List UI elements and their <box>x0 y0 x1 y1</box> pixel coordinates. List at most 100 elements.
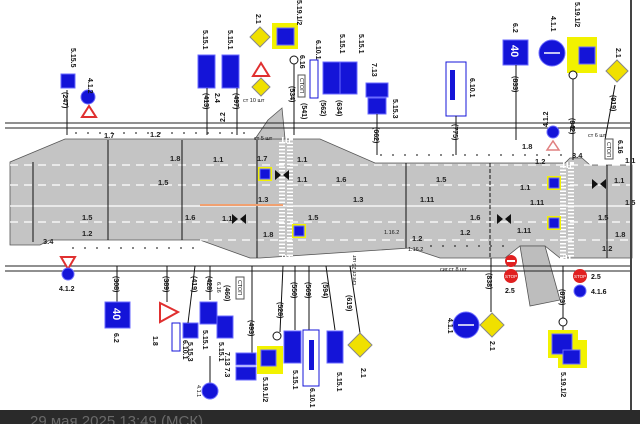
label: 2.1 <box>614 48 621 58</box>
label: 1.2 <box>602 244 612 253</box>
diagram-shape <box>259 168 271 180</box>
label: 1.11 <box>517 226 531 235</box>
end-main-road-sign-icon <box>251 77 271 97</box>
label: 2.1 <box>488 341 495 351</box>
label: 2.2 <box>220 112 227 122</box>
label: 5.19.1/2 <box>295 0 302 25</box>
label: 1.16.2 <box>384 230 399 236</box>
diagram-shape <box>325 265 336 331</box>
sign-5-15-1 <box>326 330 344 364</box>
traffic-lights <box>232 170 606 224</box>
sign-7-13 <box>235 352 257 366</box>
label: 1.1 <box>520 183 530 192</box>
label: (528) <box>276 302 283 318</box>
sign-5-15-1 <box>197 54 216 89</box>
label: (634) <box>335 100 342 116</box>
label: (389) <box>162 276 169 292</box>
label: 4.1.2 <box>59 286 75 293</box>
sign-6-2-speed <box>104 301 131 329</box>
label: 5.15.5 <box>69 48 76 68</box>
label: 5.15.3 <box>391 99 398 119</box>
label: (842) <box>568 118 575 134</box>
label: 1.7 <box>104 131 114 140</box>
label: (493) <box>247 320 254 336</box>
label: 1.2 <box>535 157 545 166</box>
sign-4-1-2-icon <box>80 89 96 105</box>
label: 1.1 <box>213 155 223 164</box>
diagram-shape <box>309 340 314 370</box>
crosswalk-sign-icon <box>547 176 561 190</box>
label: 1.8 <box>263 230 273 239</box>
label: 1.5 <box>308 213 318 222</box>
label: 1.8 <box>151 336 158 346</box>
sign-7-13 <box>365 82 389 98</box>
label: 6.16 <box>215 282 221 293</box>
label: 40 <box>110 308 122 320</box>
sign-5-15-5 <box>60 73 76 89</box>
label: 1.11 <box>530 198 544 207</box>
label: 1.2 <box>412 234 422 243</box>
bottom-signs: 4.1.2 (308) 40 6.2 (389) 1.8 6.10.1 5.15… <box>59 254 607 407</box>
diagram-shape <box>187 265 196 324</box>
label: 1.7 <box>257 154 267 163</box>
label: (419) <box>190 276 197 292</box>
label: 6.16 <box>616 140 623 154</box>
label: (541) <box>300 103 307 119</box>
diagram-shape <box>592 179 606 189</box>
diagram-shape <box>450 70 455 100</box>
crosswalk-sign-icon <box>292 224 306 238</box>
stop-plate <box>235 276 245 300</box>
label: 3.4 <box>572 151 583 160</box>
diagram-shape <box>272 331 282 341</box>
label: СТОП <box>605 142 611 157</box>
diagram-shape <box>558 317 568 327</box>
label: 5.15.1 <box>217 342 224 362</box>
label: 2.1 <box>254 14 261 24</box>
sign-5-15-1 <box>283 330 302 364</box>
sign-5-19-1-icon <box>260 349 277 367</box>
label: 1.1 <box>297 175 307 184</box>
label: 7.13 7.3 <box>223 352 230 377</box>
label: STOP <box>574 274 586 279</box>
label: 5.15.1 <box>201 30 208 50</box>
diagram-shape <box>293 225 305 237</box>
label: (569) <box>304 282 311 298</box>
sign-5-15-1 <box>339 61 358 95</box>
right-turn-ramp <box>519 245 561 307</box>
label: ст 6 шт <box>588 133 607 139</box>
label: 4.1.1 <box>549 16 556 32</box>
label: 1.11 <box>420 195 434 204</box>
diagram-shape <box>562 349 581 365</box>
marking-labels: 1.7 1.2 1.8 1.1 1.7 1.1 1.5 1.1 1.3 1.5 … <box>43 130 635 253</box>
sign-7-3 <box>235 366 257 381</box>
diagram-shape <box>604 84 616 141</box>
label: 1.2 <box>460 228 470 237</box>
lane-markings <box>10 137 632 261</box>
main-road-sign-icon <box>249 26 271 48</box>
traffic-light-icon <box>497 214 511 224</box>
label: 2.4 <box>213 93 220 103</box>
label: 6.2 <box>112 333 119 343</box>
crosswalk <box>560 162 574 261</box>
label: 3.4 <box>43 237 54 246</box>
label: 5.15.1 <box>357 34 364 54</box>
road-plan: 1.7 1.2 1.8 1.1 1.7 1.1 1.5 1.1 1.3 1.5 … <box>5 0 635 408</box>
label: 1.2 <box>150 130 160 139</box>
label: ст 10 шт <box>243 98 265 104</box>
page-edge <box>630 0 632 410</box>
label: (428) <box>205 276 212 292</box>
label: 40 <box>508 45 520 57</box>
label: 4.1.2 <box>543 111 550 127</box>
label: (308) <box>112 276 119 292</box>
label: 5.15.1 <box>335 372 342 392</box>
label: STOP <box>505 274 517 279</box>
label: СТОП <box>298 78 304 93</box>
sign-6-10-1 <box>171 322 181 352</box>
sign-4-1-2-icon <box>61 267 75 281</box>
label: 1.3 <box>258 195 268 204</box>
label: 5.15.1 <box>338 34 345 54</box>
label: (919) <box>609 95 616 111</box>
label: 1.3 <box>353 195 363 204</box>
label: (838) <box>485 273 492 289</box>
diagram-shape <box>497 214 511 224</box>
